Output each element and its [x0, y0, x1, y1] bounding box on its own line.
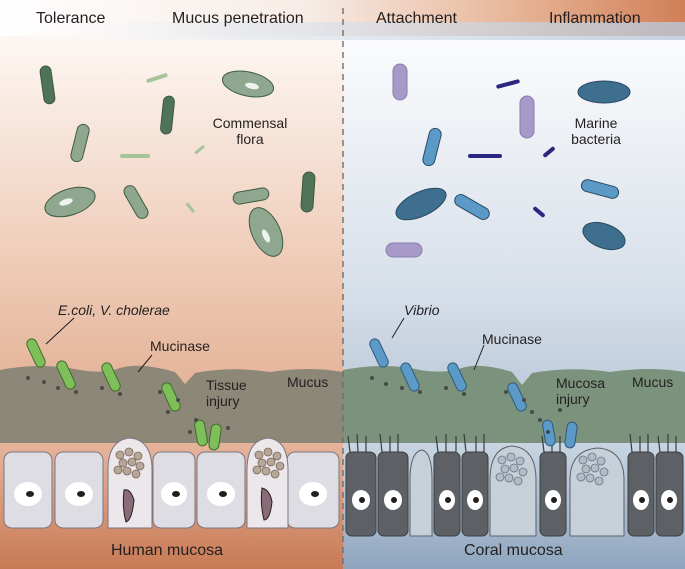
coral-cilia: [347, 433, 677, 453]
tissue-injury-label-line2: injury: [206, 393, 240, 410]
commensal-flora-label: Commensal flora: [200, 115, 300, 147]
coral-mucus-layer: [343, 365, 685, 443]
label-leader-lines: [45, 317, 485, 373]
coral-mucosa-label: Coral mucosa: [464, 542, 563, 559]
human-mucosa-label: Human mucosa: [111, 542, 224, 559]
stage-inflammation: Inflammation: [549, 10, 641, 27]
marine-dark-rods: [468, 79, 555, 218]
human-pathogens: [26, 338, 222, 451]
stage-attachment: Attachment: [376, 10, 457, 27]
commensal-bacteria-vacuoles: [59, 82, 271, 243]
tissue-injury-label: Tissue injury: [206, 377, 247, 409]
human-mucinase-label: Mucinase: [150, 338, 210, 354]
stage-mucus-penetration: Mucus penetration: [172, 10, 304, 27]
stage-tolerance: Tolerance: [36, 10, 106, 27]
human-pathogen-label: E.coli, V. cholerae: [58, 302, 170, 318]
coral-pathogens: [369, 338, 578, 449]
coral-mucin-granules: [495, 452, 609, 486]
human-mucus-label: Mucus: [287, 374, 329, 390]
marine-purple-bacteria: [385, 63, 535, 258]
vibrio-label: Vibrio: [404, 302, 440, 318]
human-mucinase-dots: [26, 376, 230, 434]
marine-bacteria: [395, 80, 631, 251]
marine-bacteria-label-line1: Marine: [574, 115, 618, 131]
tissue-injury-label-line1: Tissue: [206, 377, 247, 393]
commensal-flora-label-line1: Commensal: [212, 115, 288, 131]
coral-mucinase-label: Mucinase: [482, 331, 542, 347]
commensal-small-rods: [120, 73, 205, 213]
coral-mucinase-dots: [370, 376, 562, 434]
human-mucin-granules: [113, 447, 285, 479]
mucosa-injury-label: Mucosa injury: [556, 375, 605, 407]
commensal-flora-label-line2: flora: [236, 131, 264, 148]
coral-cell-nuclei: [352, 490, 677, 510]
mucosa-injury-label-line1: Mucosa: [556, 375, 606, 391]
marine-bacteria-label: Marine bacteria: [546, 115, 646, 147]
coral-mucus-label: Mucus: [632, 374, 674, 390]
human-cell-nuclei: [14, 482, 327, 523]
marine-bacteria-label-line2: bacteria: [571, 131, 621, 148]
human-goblet-cells: [107, 437, 289, 529]
mucosa-injury-label-line2: injury: [556, 391, 590, 408]
